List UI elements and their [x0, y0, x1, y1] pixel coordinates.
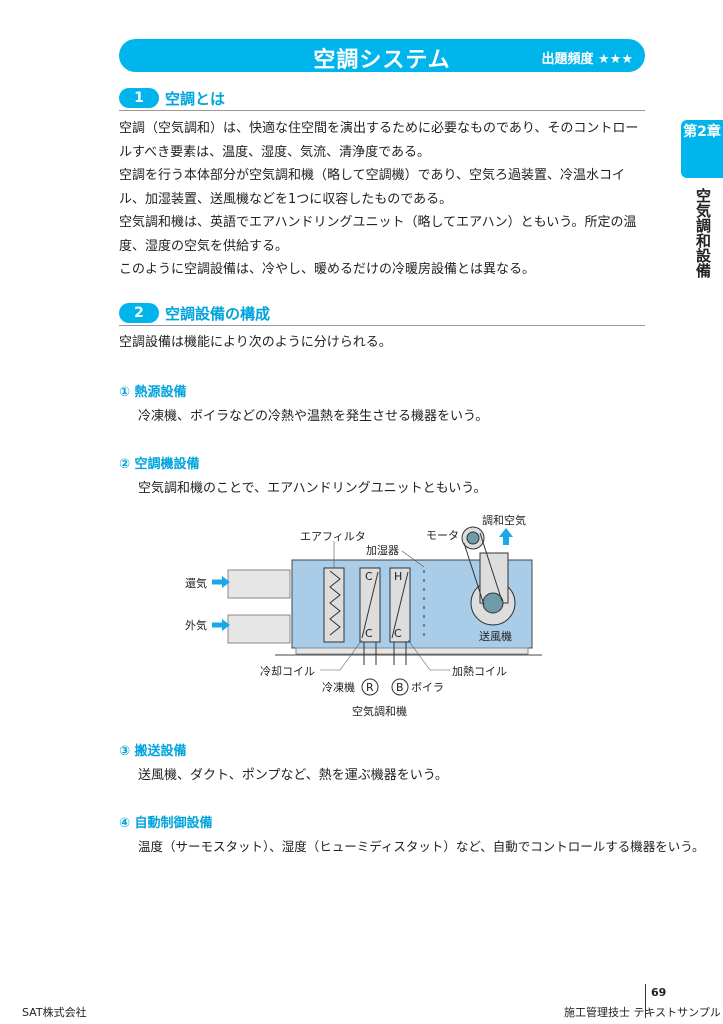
section-number: 1 — [119, 88, 159, 108]
section-1-body: 空調（空気調和）は、快適な住空間を演出するために必要なものであり、そのコントロー… — [119, 117, 649, 282]
item-title: ① 熱源設備 — [119, 385, 187, 400]
item-desc: 温度（サーモスタット）、湿度（ヒューミディスタット）など、自動でコントロールする… — [138, 839, 705, 854]
cooling-coil-label: 冷却コイル — [260, 665, 315, 678]
refrigerator-label: 冷凍機 — [322, 680, 355, 694]
svg-text:R: R — [366, 681, 374, 694]
return-air-label: 還気 — [185, 576, 207, 590]
diagram-caption: 空気調和機 — [352, 704, 407, 718]
refrigerator-icon — [361, 678, 379, 696]
boiler-label: ボイラ — [411, 681, 444, 694]
item-desc: 空気調和機のことで、エアハンドリングユニットともいう。 — [138, 481, 487, 496]
chapter-tab: 第2章 — [681, 120, 723, 178]
air-filter — [323, 567, 345, 643]
svg-text:C: C — [365, 627, 373, 640]
motor-label: モータ — [426, 529, 459, 542]
air-filter-label: エアフィルタ — [300, 530, 366, 543]
svg-text:C: C — [365, 570, 373, 583]
paragraph: 空調（空気調和）は、快適な住空間を演出するために必要なものであり、そのコントロー… — [119, 121, 639, 160]
paragraph: このように空調設備は、冷やし、暖めるだけの冷暖房設備とは異なる。 — [119, 262, 536, 277]
page-number: 69 — [651, 986, 667, 999]
fan-label: 送風機 — [479, 629, 512, 643]
heating-coil-label: 加熱コイル — [452, 665, 507, 678]
boiler-icon — [391, 678, 409, 696]
item-title: ② 空調機設備 — [119, 457, 200, 472]
title-bar: 空調システム 出題頻度 ★★★ — [119, 39, 645, 73]
svg-text:B: B — [396, 681, 404, 694]
supply-arrow-icon — [499, 528, 513, 537]
page-title: 空調システム — [313, 48, 451, 73]
frequency-rating: 出題頻度 ★★★ — [541, 52, 634, 67]
section-title: 空調設備の構成 — [165, 305, 271, 323]
section-title: 空調とは — [165, 90, 226, 108]
humidifier-label: 加湿器 — [366, 544, 399, 557]
section-1-heading: 1 空調とは — [119, 87, 645, 111]
svg-text:H: H — [394, 570, 402, 583]
outside-air-label: 外気 — [185, 618, 207, 632]
book-title: 施工管理技士 テキストサンプル — [564, 1006, 721, 1019]
item-title: ④ 自動制御設備 — [119, 816, 213, 831]
paragraph: 空調を行う本体部分が空気調和機（略して空調機）であり、空気ろ過装置、冷温水コイル… — [119, 168, 625, 207]
svg-text:C: C — [394, 627, 402, 640]
item-title: ③ 搬送設備 — [119, 744, 187, 759]
chapter-side-title: 空気調和設備 — [694, 188, 712, 278]
section-2-intro: 空調設備は機能により次のように分けられる。 — [119, 335, 392, 350]
section-number: 2 — [119, 303, 159, 323]
divider — [645, 984, 646, 1018]
supply-air-label: 調和空気 — [482, 513, 526, 527]
item-desc: 送風機、ダクト、ポンプなど、熱を運ぶ機器をいう。 — [138, 768, 448, 783]
paragraph: 空気調和機は、英語でエアハンドリングユニット（略してエアハン）ともいう。所定の温… — [119, 215, 637, 254]
air-handling-unit-diagram: 還気 外気 C C H C 調和空気 モータ エアフィルタ 加湿器 送風機 冷却コイ… — [185, 513, 542, 718]
section-2-heading: 2 空調設備の構成 — [119, 302, 645, 326]
publisher: SAT株式会社 — [22, 1006, 87, 1019]
item-desc: 冷凍機、ボイラなどの冷熱や温熱を発生させる機器をいう。 — [138, 409, 489, 424]
